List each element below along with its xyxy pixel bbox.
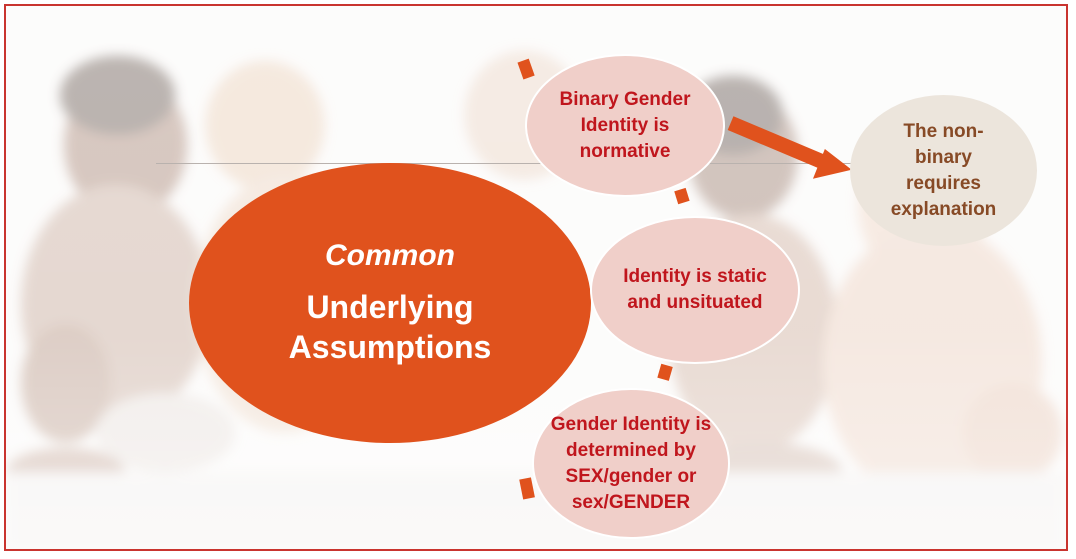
connector-segment-4 — [519, 477, 535, 500]
assumption-text-binary: Binary Gender Identity is normative — [559, 88, 691, 162]
assumption-circle-binary: Binary Gender Identity is normative — [525, 54, 725, 197]
slide-frame: Common Underlying Assumptions Binary Gen… — [4, 4, 1068, 551]
connector-segment-3 — [657, 363, 673, 381]
main-title-underlying-assumptions: Underlying Assumptions — [288, 289, 492, 365]
main-title-common: Common — [325, 239, 455, 272]
connectors — [517, 58, 852, 500]
connector-segment-1 — [517, 58, 535, 80]
main-assumptions-ellipse: Common Underlying Assumptions — [189, 163, 591, 443]
assumption-circle-static: Identity is static and unsituated — [590, 216, 800, 364]
assumption-circle-determined: Gender Identity is determined by SEX/gen… — [532, 388, 730, 539]
consequence-circle: The non- binary requires explanation — [850, 95, 1037, 246]
assumption-text-static: Identity is static and unsituated — [623, 266, 767, 313]
assumption-text-determined: Gender Identity is determined by SEX/gen… — [550, 413, 712, 513]
consequence-text: The non- binary requires explanation — [890, 120, 997, 220]
arrow-head — [812, 148, 852, 179]
divider-line — [156, 163, 856, 164]
arrow-shaft — [727, 116, 833, 172]
connector-segment-2 — [674, 187, 690, 205]
